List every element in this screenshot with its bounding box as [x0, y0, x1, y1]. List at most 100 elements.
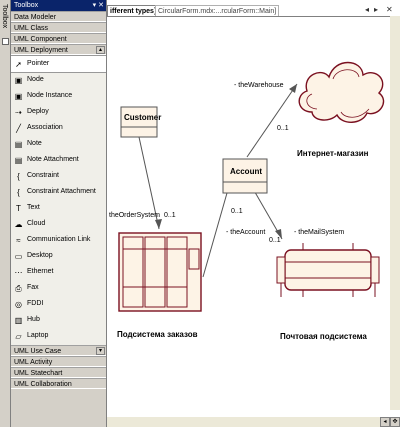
toolbox-item-label: Ethernet: [27, 268, 54, 275]
toolbox-item-cloud[interactable]: ☁Cloud: [11, 216, 106, 232]
expand-arrow-icon[interactable]: ▾: [96, 347, 105, 355]
toolbox-item-hub[interactable]: ▥Hub: [11, 312, 106, 328]
collapse-arrow-icon[interactable]: ▴: [96, 46, 105, 54]
category-data-modeler[interactable]: Data Modeler: [11, 11, 106, 22]
link-customer-orders[interactable]: [138, 136, 160, 230]
toolbox-item-fddi[interactable]: ◎ FDDI: [11, 296, 106, 312]
toolbox-item-deploy[interactable]: ⇢Deploy: [11, 104, 106, 120]
category-uml-class[interactable]: UML Class: [11, 22, 106, 33]
orders-node[interactable]: [118, 232, 202, 312]
category-label: UML Collaboration: [14, 381, 72, 388]
multiplicity-warehouse: 0..1: [277, 125, 289, 132]
ethernet-icon: ⋯: [14, 267, 23, 277]
toolbox-item-laptop[interactable]: ▱Laptop: [11, 328, 106, 344]
fddi-icon: ◎: [15, 299, 22, 309]
scroll-left-icon[interactable]: ◂: [380, 417, 390, 427]
toolbox-item-label: Node: [27, 76, 44, 83]
category-uml-activity[interactable]: UML Activity: [11, 356, 106, 367]
role-mail-system: - theMailSystem: [294, 229, 344, 236]
category-label: Data Modeler: [14, 14, 57, 21]
tab-circular-form-main[interactable]: CircularForm.mdx:...rcularForm::Main]: [155, 5, 280, 16]
arrowhead-orders: [155, 219, 162, 229]
multiplicity-mail-system: 0..1: [269, 237, 281, 244]
role-warehouse: - theWarehouse: [234, 82, 284, 89]
toolbox-item-label: Communication Link: [27, 236, 91, 243]
toolbox-item-label: Association: [27, 124, 63, 131]
arrowhead-mail: [275, 229, 282, 239]
category-label: UML Use Case: [14, 348, 62, 355]
side-tab-icon: [2, 38, 9, 45]
toolbox-title-bar: Toolbox ▾ ✕: [11, 0, 106, 11]
toolbox-item-label: Note: [27, 140, 42, 147]
toolbox-item-note[interactable]: ▤ Note: [11, 136, 106, 152]
link-account-store[interactable]: [246, 83, 298, 158]
tab-different-types[interactable]: ifferent types]: [107, 5, 160, 16]
toolbox-item-desktop[interactable]: ▭Desktop: [11, 248, 106, 264]
toolbox-item-label: Fax: [27, 284, 39, 291]
category-uml-collaboration[interactable]: UML Collaboration: [11, 378, 106, 389]
multiplicity-account: 0..1: [231, 208, 243, 215]
orders-label: Подсистема заказов: [117, 330, 198, 339]
communication-link-icon: ≈: [16, 235, 21, 245]
toolbox-item-note-attachment[interactable]: ▤Note Attachment: [11, 152, 106, 168]
close-icon[interactable]: ✕: [386, 5, 393, 14]
toolbox-item-constraint[interactable]: {Constraint: [11, 168, 106, 184]
text-icon: T: [16, 203, 21, 213]
link-account-mail[interactable]: [251, 186, 283, 240]
toolbox-window-buttons[interactable]: ▾ ✕: [92, 2, 104, 9]
toolbox-item-constraint-attachment[interactable]: {Constraint Attachment: [11, 184, 106, 200]
category-label: UML Component: [14, 36, 67, 43]
tab-prev-icon[interactable]: ◂: [365, 5, 370, 14]
arrowhead-store: [289, 84, 297, 93]
toolbox-item-list: ➚Pointer ▣ Node ▣ Node Instance ⇢Deploy ╱ Assoc…: [11, 55, 106, 345]
toolbox-item-communication-link[interactable]: ≈ Communication Link: [11, 232, 106, 248]
category-label: UML Statechart: [14, 370, 63, 377]
move-icon[interactable]: ✥: [390, 417, 400, 427]
toolbox-item-fax[interactable]: ⎙Fax: [11, 280, 106, 296]
toolbox-item-node-instance[interactable]: ▣ Node Instance: [11, 88, 106, 104]
toolbox-item-node[interactable]: ▣ Node: [11, 72, 106, 88]
pointer-icon: ➚: [15, 59, 22, 69]
store-label: Интернет-магазин: [297, 149, 369, 158]
customer-class-box[interactable]: [120, 106, 158, 138]
category-uml-deployment[interactable]: UML Deployment ▴: [11, 44, 106, 55]
toolbox-title: Toolbox: [14, 2, 39, 9]
toolbox-item-ethernet[interactable]: ⋯ Ethernet: [11, 264, 106, 280]
toolbox-side-tab-label: Toolbox: [1, 4, 8, 29]
toolbox-item-label: Node Instance: [27, 92, 73, 99]
deploy-icon: ⇢: [15, 107, 22, 117]
category-uml-use-case[interactable]: UML Use Case ▾: [11, 345, 106, 356]
category-label: UML Class: [14, 25, 48, 32]
category-uml-component[interactable]: UML Component: [11, 33, 106, 44]
desktop-icon: ▭: [14, 251, 23, 261]
tab-next-icon[interactable]: ▸: [374, 5, 379, 14]
node-icon: ▣: [14, 75, 23, 85]
note-attachment-icon: ▤: [14, 155, 23, 165]
cloud-icon: ☁: [14, 219, 23, 229]
note-icon: ▤: [14, 139, 23, 149]
horizontal-scrollbar[interactable]: ◂ ✥: [107, 417, 400, 427]
mail-node[interactable]: [276, 243, 380, 297]
toolbox-item-label: Constraint Attachment: [27, 188, 96, 195]
account-class-box[interactable]: [222, 158, 268, 194]
multiplicity-order-system: 0..1: [164, 212, 176, 219]
toolbox-item-label: Laptop: [27, 332, 49, 339]
cloud-icon[interactable]: [298, 61, 385, 123]
category-label: UML Activity: [14, 359, 53, 366]
toolbox-item-label: Hub: [27, 316, 40, 323]
association-icon: ╱: [16, 123, 21, 133]
toolbox-item-association[interactable]: ╱ Association: [11, 120, 106, 136]
toolbox-item-pointer[interactable]: ➚Pointer: [11, 55, 106, 73]
toolbox-side-tab[interactable]: Toolbox: [0, 0, 11, 427]
category-label: UML Deployment: [14, 47, 68, 54]
mail-label: Почтовая подсистема: [280, 332, 367, 341]
toolbox-item-label: FDDI: [27, 300, 44, 307]
node-instance-icon: ▣: [14, 91, 23, 101]
toolbox-item-label: Constraint: [27, 172, 59, 179]
category-uml-statechart[interactable]: UML Statechart: [11, 367, 106, 378]
uml-deployment-diagram: Customer Account Интернет-магазин Подсис…: [109, 61, 385, 341]
link-orders-account[interactable]: [202, 192, 228, 278]
vertical-scrollbar[interactable]: [390, 16, 400, 410]
